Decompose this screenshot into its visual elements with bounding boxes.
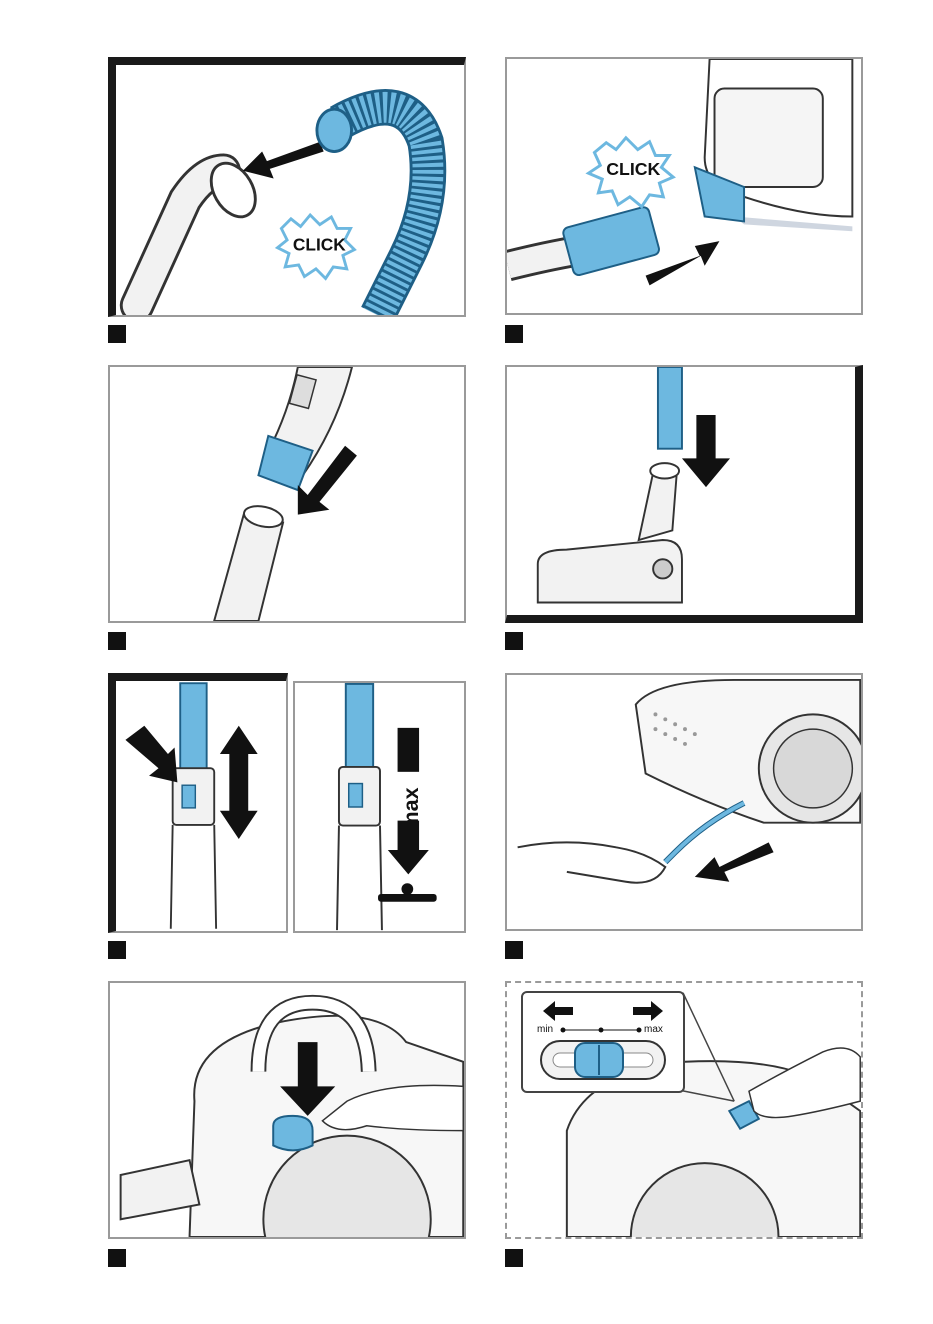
arrow-down-right-icon — [125, 726, 177, 783]
panel-3-handle-tube — [108, 365, 466, 623]
illustration-hose-connector: CLICK — [116, 65, 464, 315]
panel-6-pull-cord — [505, 673, 863, 931]
arrow-down-left-icon — [695, 842, 774, 881]
arrow-right-icon — [633, 1001, 663, 1021]
panel-5a-tube-adjust — [108, 673, 288, 933]
illustration-tube-max: max — [295, 683, 464, 931]
arrow-down-icon — [682, 415, 730, 487]
arrow-left-icon — [243, 142, 324, 179]
step-marker-2 — [505, 325, 523, 343]
step-marker-4 — [505, 632, 523, 650]
power-regulator-callout: min max — [521, 991, 685, 1093]
step-marker-7 — [108, 1249, 126, 1267]
illustration-vacuum-inlet: CLICK — [507, 59, 861, 313]
step-marker-1 — [108, 325, 126, 343]
panel-2-hose-vacuum: CLICK — [505, 57, 863, 315]
step-marker-3 — [108, 632, 126, 650]
panel-8-power-slider: min max — [505, 981, 863, 1239]
illustration-handle-tube — [110, 367, 464, 621]
panel-4-tube-nozzle — [505, 365, 863, 623]
illustration-tube-adjust — [116, 681, 286, 931]
arrow-left-icon — [543, 1001, 573, 1021]
illustration-floor-nozzle — [507, 367, 855, 615]
panel-1-hose-click: CLICK — [108, 57, 466, 317]
min-label: min — [537, 1024, 553, 1035]
click-label: CLICK — [606, 159, 660, 179]
illustration-rewind-button — [110, 983, 464, 1237]
panel-7-cord-rewind — [108, 981, 466, 1239]
max-label: max — [644, 1024, 663, 1035]
step-marker-6 — [505, 941, 523, 959]
arrow-up-down-icon — [220, 726, 258, 839]
step-marker-8 — [505, 1249, 523, 1267]
panel-5b-tube-max: max — [293, 681, 466, 933]
step-marker-5 — [108, 941, 126, 959]
click-label: CLICK — [293, 235, 346, 255]
illustration-pull-cord — [507, 675, 861, 929]
